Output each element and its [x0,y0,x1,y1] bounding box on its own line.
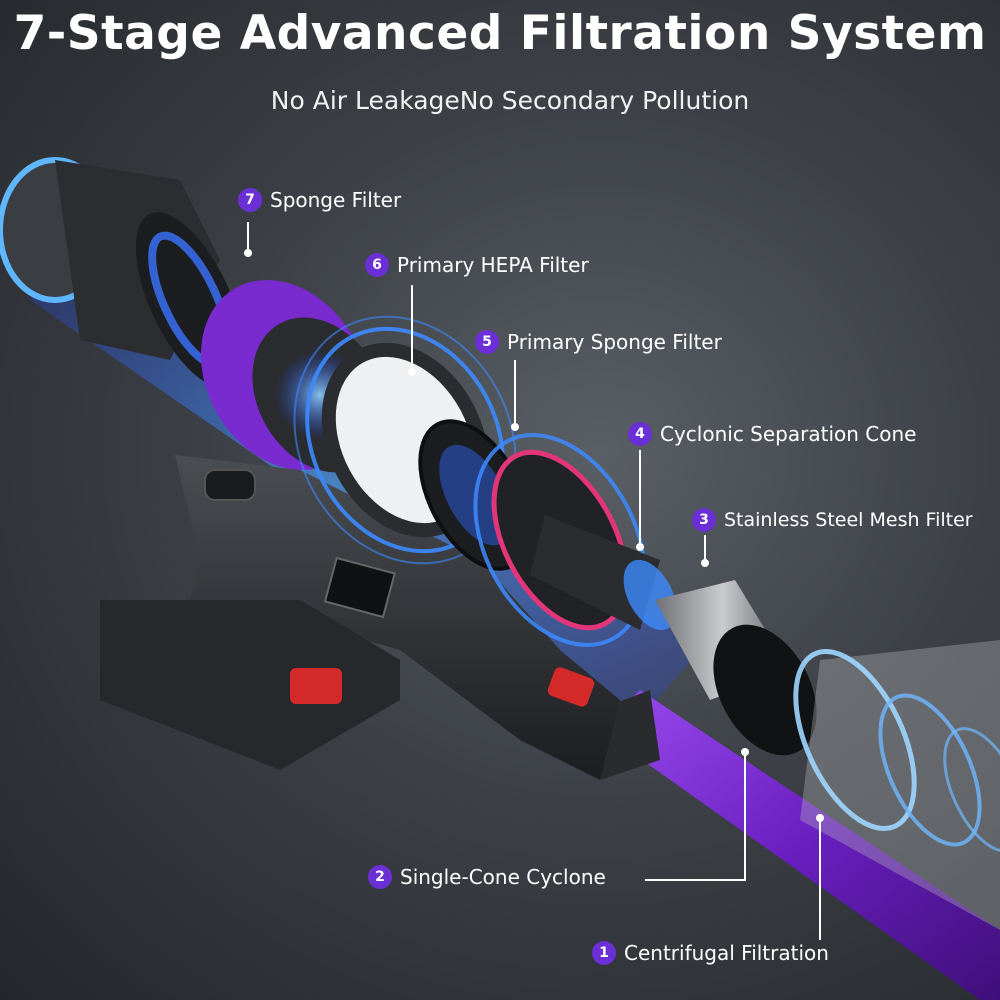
callout-6: 6 Primary HEPA Filter [365,253,589,277]
page-subtitle: No Air LeakageNo Secondary Pollution [270,86,750,115]
callout-label: Primary HEPA Filter [397,253,589,277]
leader-line-2 [645,755,746,881]
callout-label: Primary Sponge Filter [507,330,722,354]
page-title: 7-Stage Advanced Filtration System [13,6,987,61]
callout-3: 3 Stainless Steel Mesh Filter [692,508,973,532]
leader-dots [244,249,824,822]
callout-label: Stainless Steel Mesh Filter [724,509,973,531]
callout-number-badge: 1 [592,941,616,965]
callout-2: 2 Single-Cone Cyclone [368,865,606,889]
vacuum-handle [100,455,620,780]
callout-label: Single-Cone Cyclone [400,865,606,889]
dust-bin [793,640,1000,930]
callout-leader-lines [247,222,821,940]
callout-number-badge: 7 [238,188,262,212]
callout-number-badge: 3 [692,508,716,532]
callout-7: 7 Sponge Filter [238,188,401,212]
callout-4: 4 Cyclonic Separation Cone [628,422,916,446]
cyclonic-separation-cone [473,433,677,647]
callout-label: Centrifugal Filtration [624,941,829,965]
power-button [290,668,342,704]
callout-1: 1 Centrifugal Filtration [592,941,829,965]
callout-5: 5 Primary Sponge Filter [475,330,722,354]
stainless-steel-mesh-filter [655,580,817,756]
callout-number-badge: 4 [628,422,652,446]
release-button [547,667,595,707]
callout-number-badge: 2 [368,865,392,889]
callout-number-badge: 6 [365,253,389,277]
callout-label: Cyclonic Separation Cone [660,422,917,446]
motor-end-cap [0,157,245,388]
callout-label: Sponge Filter [270,188,402,212]
callout-number-badge: 5 [475,330,499,354]
